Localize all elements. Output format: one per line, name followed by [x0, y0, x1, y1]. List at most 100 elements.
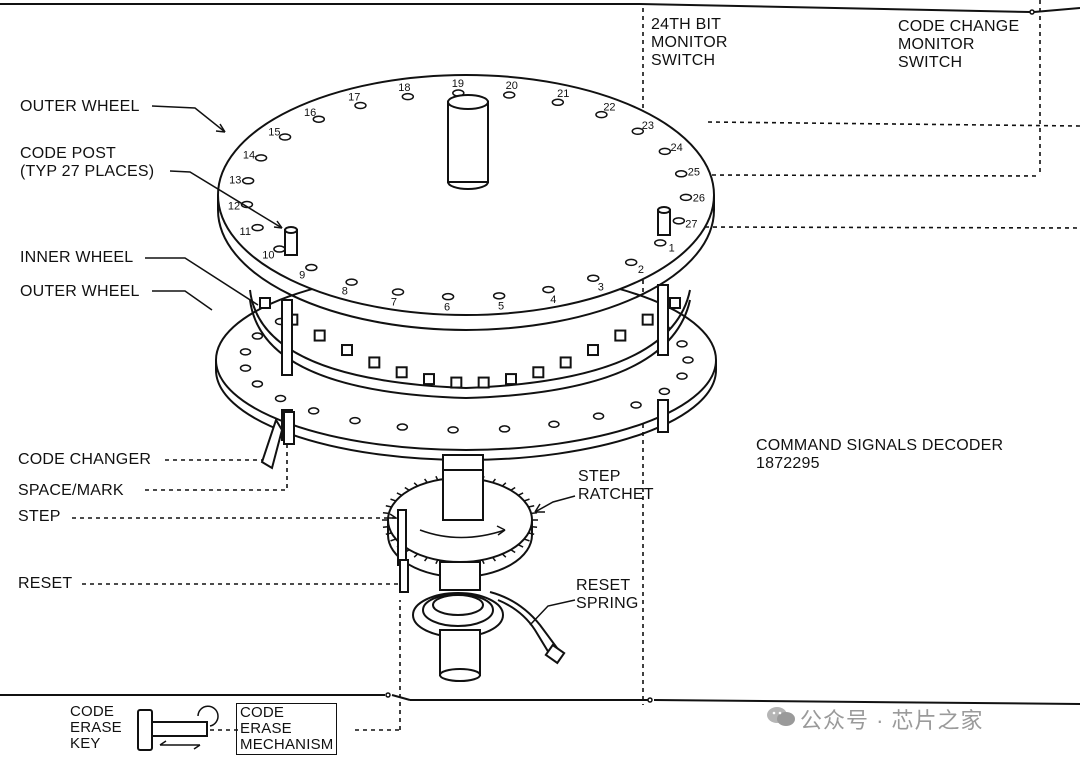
wheel-number: 3 — [598, 281, 604, 293]
code-post-hole — [241, 177, 255, 185]
code-post — [284, 206, 671, 256]
code-change-monitor-label: CODE CHANGE MONITOR SWITCH — [898, 18, 1020, 71]
code-post-hole — [345, 278, 358, 286]
ratchet-tooth — [528, 505, 535, 508]
ratchet-tooth — [423, 556, 428, 562]
step-pawl — [397, 509, 409, 593]
ratchet-tooth — [423, 478, 428, 484]
ratchet-tooth — [501, 553, 507, 558]
ratchet-tooth — [501, 482, 507, 487]
code-post-hole — [401, 92, 415, 101]
reset-label: RESET — [18, 575, 73, 592]
reset-spring-label: RESET SPRING — [576, 577, 639, 612]
lower-wheel-hole — [274, 394, 287, 403]
top-signal-line — [0, 0, 1080, 705]
ratchet-tooth — [435, 559, 439, 565]
diagram-title: COMMAND SIGNALS DECODER 1872295 — [756, 437, 1004, 472]
lower-wheel-hole — [396, 423, 409, 431]
code-post-hole — [595, 110, 608, 119]
shaft-bottom — [439, 561, 481, 682]
ratchet-tooth — [523, 538, 530, 542]
ratchet-tooth — [528, 532, 535, 535]
wheel-number: 10 — [262, 249, 274, 261]
wechat-icon — [767, 707, 795, 726]
ratchet-tooth — [517, 492, 524, 496]
lower-wheel-hole — [630, 401, 642, 409]
wheel-number: 27 — [685, 218, 697, 230]
ratchet-tooth — [385, 505, 392, 508]
wheel-number: 2 — [638, 264, 644, 276]
lower-outer-wheel — [215, 269, 717, 461]
lower-wheel-hole — [682, 356, 694, 364]
inner-wheel-notch — [341, 344, 353, 357]
bit24-monitor-label: 24TH BIT MONITOR SWITCH — [651, 16, 728, 69]
code-changer-label: CODE CHANGER — [18, 451, 152, 468]
code-post-hole — [631, 127, 645, 136]
code-post-hole — [502, 91, 516, 99]
wheel-number: 24 — [670, 142, 682, 154]
wheel-number: 7 — [391, 297, 397, 309]
code-post-hole — [391, 288, 405, 296]
wheel-number: 17 — [348, 92, 360, 104]
outer-wheel-top-label: OUTER WHEEL — [20, 98, 140, 115]
code-post-hole — [624, 258, 638, 267]
wheel-number: 1 — [669, 243, 675, 255]
wheel-number: 23 — [642, 120, 654, 132]
inner-wheel-notch — [641, 313, 654, 326]
wheel-number: 20 — [506, 80, 518, 92]
wheel-number: 6 — [444, 302, 450, 314]
code-erase-key-icon — [137, 705, 238, 751]
lower-wheel-hole — [658, 387, 671, 396]
wheel-number: 22 — [603, 102, 615, 114]
code-erase-mechanism-label: CODE ERASE MECHANISM — [236, 703, 338, 755]
code-post-hole — [305, 263, 318, 272]
code-changer-lever — [260, 411, 295, 470]
ratchet-tooth — [413, 482, 419, 487]
wheel-number: 4 — [550, 294, 556, 306]
lower-wheel-hole — [592, 412, 605, 420]
code-post-label: CODE POST (TYP 27 PLACES) — [20, 145, 155, 180]
code-post-hole — [441, 292, 455, 301]
ratchet-tooth — [492, 556, 497, 562]
lower-wheel-hole — [498, 425, 511, 433]
ratchet-tooth — [435, 475, 439, 481]
wheel-number: 15 — [268, 126, 280, 138]
inner-wheel-notch — [669, 297, 681, 309]
ratchet-tooth — [413, 553, 419, 558]
watermark-text: 公众号 · 芯片之家 — [800, 708, 984, 733]
wheel-number: 5 — [498, 301, 504, 313]
ratchet-tooth — [531, 512, 538, 515]
inner-wheel-notch — [395, 366, 408, 379]
wheel-number: 26 — [693, 193, 705, 205]
ratchet-tooth — [492, 478, 497, 484]
ratchet-tooth — [523, 498, 530, 502]
ratchet-tooth — [390, 498, 397, 502]
lower-wheel-hole — [676, 340, 688, 348]
wheel-number: 18 — [398, 82, 410, 94]
inner-wheel-notch — [505, 373, 517, 386]
code-post-hole — [273, 245, 286, 253]
outer-wheel-bottom-label: OUTER WHEEL — [20, 283, 140, 300]
wheel-number: 16 — [304, 107, 316, 119]
ratchet-tooth — [517, 544, 524, 548]
inner-wheel-notch — [614, 329, 627, 342]
code-post-hole — [658, 147, 672, 156]
code-post-hole — [653, 239, 667, 247]
inner-wheel-notch — [532, 366, 545, 379]
inner-wheel-label: INNER WHEEL — [20, 249, 134, 266]
wheel-number: 14 — [243, 149, 255, 161]
wheel-number: 25 — [688, 167, 700, 179]
lower-wheel-hole — [548, 420, 560, 429]
inner-wheel-notch — [450, 376, 463, 389]
inner-wheel-notch — [313, 329, 326, 342]
ratchet-tooth — [481, 559, 485, 565]
switch-connectors — [704, 121, 1080, 229]
ratchet-tooth — [510, 486, 516, 491]
code-post-hole — [586, 274, 600, 282]
lower-wheel-hole — [251, 380, 264, 388]
step-ratchet-label: STEP RATCHET — [578, 468, 654, 503]
lower-wheel-hole — [447, 426, 459, 434]
code-post-hole — [679, 193, 693, 202]
lower-wheel-hole — [676, 372, 688, 380]
